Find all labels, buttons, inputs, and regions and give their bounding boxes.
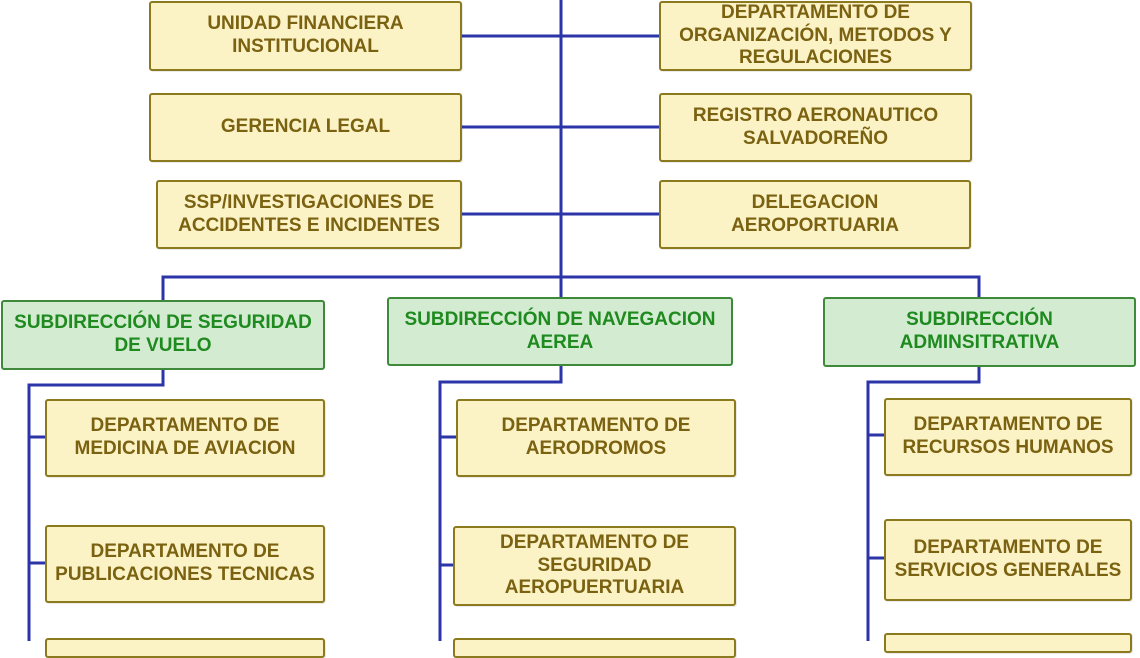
- department-partial-center: [453, 638, 736, 658]
- staff-unit-label: UNIDAD FINANCIERA INSTITUCIONAL: [207, 13, 404, 57]
- department-aviation-medicine[interactable]: DEPARTAMENTO DE MEDICINA DE AVIACION: [45, 399, 325, 477]
- staff-unit-label: GERENCIA LEGAL: [220, 116, 391, 138]
- staff-unit-aeronautical-registry[interactable]: REGISTRO AERONAUTICO SALVADOREÑO: [659, 93, 972, 162]
- staff-unit-financial[interactable]: UNIDAD FINANCIERA INSTITUCIONAL: [149, 1, 462, 71]
- department-partial-left: [45, 638, 325, 658]
- subdirection-administrative[interactable]: SUBDIRECCIÓN ADMINSITRATIVA: [823, 297, 1136, 367]
- subdirection-label: SUBDIRECCIÓN ADMINSITRATIVA: [899, 309, 1060, 353]
- department-technical-publications[interactable]: DEPARTAMENTO DE PUBLICACIONES TECNICAS: [45, 525, 325, 603]
- department-label: DEPARTAMENTO DE MEDICINA DE AVIACION: [74, 415, 296, 459]
- staff-unit-label: SSP/INVESTIGACIONES DE ACCIDENTES E INCI…: [178, 191, 440, 236]
- connector-lines: [27, 0, 981, 641]
- staff-unit-organization-methods[interactable]: DEPARTAMENTO DE ORGANIZACIÓN, METODOS Y …: [659, 1, 972, 71]
- department-human-resources[interactable]: DEPARTAMENTO DE RECURSOS HUMANOS: [884, 398, 1132, 476]
- staff-unit-accident-investigation[interactable]: SSP/INVESTIGACIONES DE ACCIDENTES E INCI…: [156, 180, 462, 249]
- staff-unit-label: REGISTRO AERONAUTICO SALVADOREÑO: [692, 104, 939, 149]
- subdirection-label: SUBDIRECCIÓN DE SEGURIDAD DE VUELO: [14, 312, 312, 356]
- department-label: DEPARTAMENTO DE RECURSOS HUMANOS: [902, 414, 1114, 458]
- department-airport-security[interactable]: DEPARTAMENTO DE SEGURIDAD AEROPUERTUARIA: [453, 526, 736, 606]
- department-label: DEPARTAMENTO DE PUBLICACIONES TECNICAS: [55, 541, 315, 585]
- department-partial-right: [884, 633, 1132, 653]
- department-aerodromes[interactable]: DEPARTAMENTO DE AERODROMOS: [456, 399, 736, 477]
- subdirection-air-navigation[interactable]: SUBDIRECCIÓN DE NAVEGACION AEREA: [387, 297, 733, 366]
- staff-unit-label: DEPARTAMENTO DE ORGANIZACIÓN, METODOS Y …: [679, 1, 952, 69]
- staff-unit-legal[interactable]: GERENCIA LEGAL: [149, 93, 462, 162]
- branch-right: [866, 364, 981, 641]
- subdirection-flight-safety[interactable]: SUBDIRECCIÓN DE SEGURIDAD DE VUELO: [1, 300, 325, 370]
- department-label: DEPARTAMENTO DE SEGURIDAD AEROPUERTUARIA: [500, 531, 689, 599]
- department-label: DEPARTAMENTO DE AERODROMOS: [501, 415, 691, 459]
- branch-left: [27, 366, 165, 641]
- subdirection-label: SUBDIRECCIÓN DE NAVEGACION AEREA: [404, 308, 716, 353]
- staff-unit-airport-delegation[interactable]: DELEGACION AEROPORTUARIA: [659, 180, 971, 249]
- staff-unit-label: DELEGACION AEROPORTUARIA: [731, 191, 899, 236]
- department-label: DEPARTAMENTO DE SERVICIOS GENERALES: [894, 537, 1122, 581]
- branch-center: [438, 364, 563, 641]
- department-general-services[interactable]: DEPARTAMENTO DE SERVICIOS GENERALES: [884, 519, 1132, 601]
